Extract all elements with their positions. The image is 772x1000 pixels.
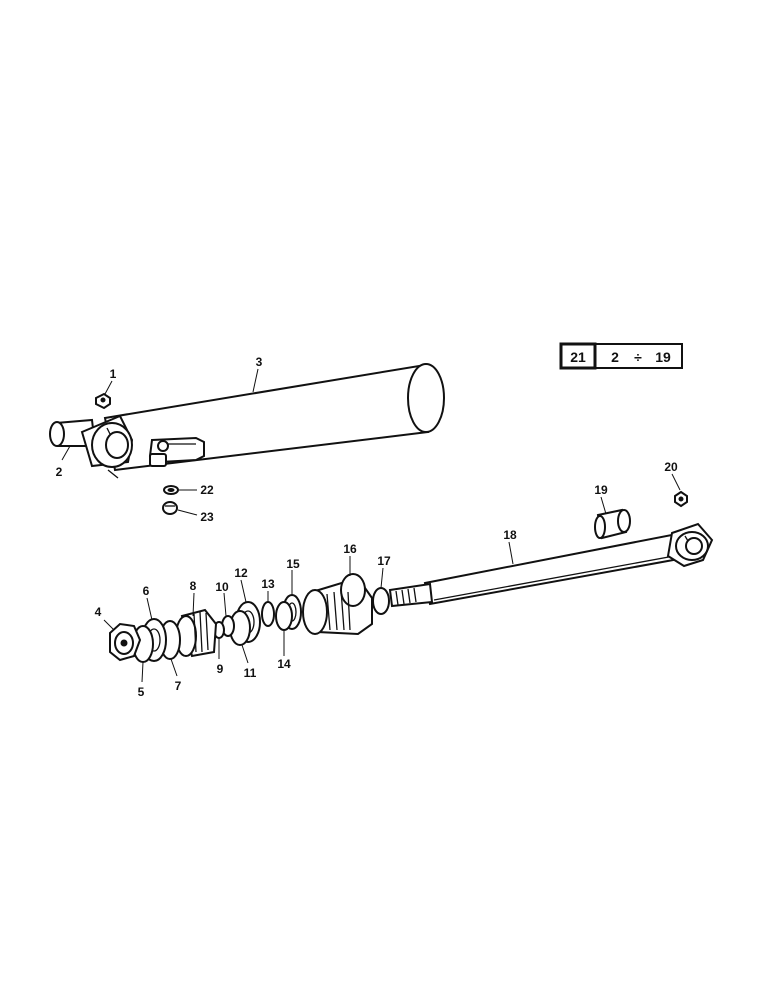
callout-16: 16 [343, 542, 357, 556]
kit-reference-box: 21 2 ÷ 19 [559, 342, 683, 370]
callout-9: 9 [217, 662, 224, 676]
bolt-23 [162, 501, 178, 515]
callout-20: 20 [664, 460, 678, 474]
kit-range-end: 19 [655, 349, 671, 365]
washer-17 [372, 587, 390, 615]
callout-3: 3 [256, 355, 263, 369]
callout-numbers: 1 2 3 4 5 6 7 8 9 10 11 12 13 14 15 16 1… [56, 355, 678, 699]
callout-11: 11 [244, 666, 257, 680]
callout-8: 8 [190, 579, 197, 593]
grease-nipple [95, 392, 111, 410]
rod-gland-16 [302, 573, 373, 636]
callout-22: 22 [200, 483, 214, 497]
callout-6: 6 [143, 584, 150, 598]
callout-17: 17 [377, 554, 391, 568]
kit-number: 21 [570, 349, 586, 365]
kit-range-start: 2 [611, 349, 619, 365]
callout-4: 4 [95, 605, 102, 619]
callout-2: 2 [56, 465, 63, 479]
callout-15: 15 [286, 557, 300, 571]
callout-14: 14 [277, 657, 291, 671]
piston-8 [175, 608, 218, 658]
callout-10: 10 [215, 580, 229, 594]
callout-19: 19 [594, 483, 608, 497]
callout-7: 7 [175, 679, 182, 693]
kit-range-symbol: ÷ [634, 349, 642, 365]
callout-1: 1 [110, 367, 117, 381]
ring-13 [261, 601, 275, 627]
callout-5: 5 [138, 685, 145, 699]
leader-lines [61, 368, 681, 683]
piston-rod [388, 522, 714, 608]
barrel-base-eye [49, 414, 134, 468]
piston-gland-stack [109, 573, 390, 663]
barrel-pipe-fitting [148, 436, 205, 467]
nut-4 [109, 622, 142, 662]
grease-nipple-20 [674, 490, 688, 508]
callout-13: 13 [261, 577, 275, 591]
washer-22 [163, 485, 179, 495]
callout-23: 23 [200, 510, 214, 524]
seal-14 [275, 601, 293, 631]
callout-18: 18 [503, 528, 517, 542]
callout-12: 12 [234, 566, 248, 580]
bushing-19 [594, 508, 631, 540]
